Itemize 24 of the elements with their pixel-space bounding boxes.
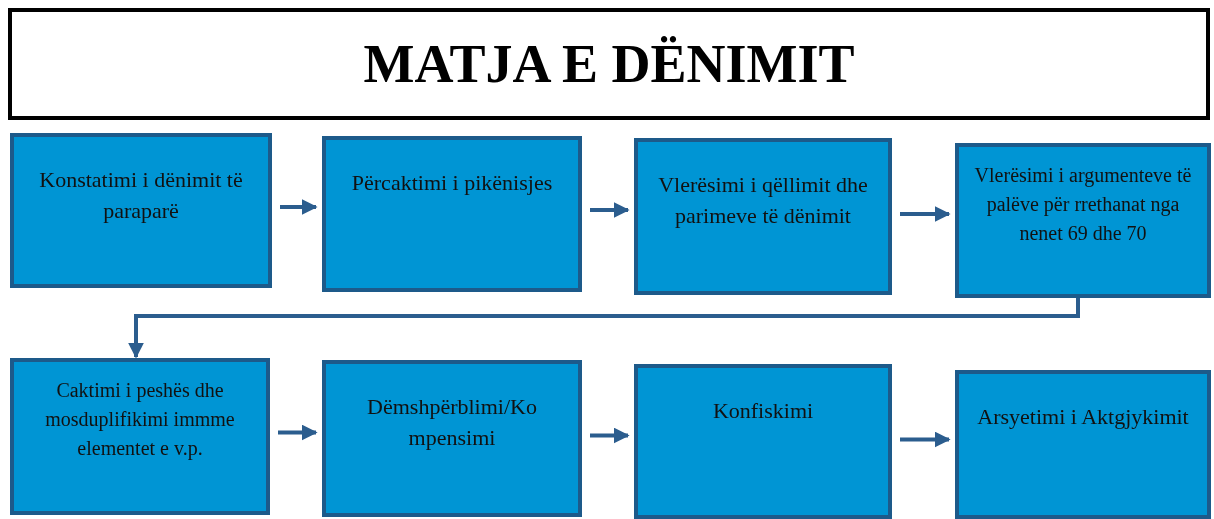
arrow bbox=[278, 424, 318, 441]
process-box bbox=[955, 370, 1211, 519]
box-label: Arsyetimi i Aktgjykimit bbox=[977, 403, 1189, 431]
arrow bbox=[590, 202, 630, 218]
process-box bbox=[322, 360, 582, 517]
box-label: Dëmshpërblimi/Ko mpensimi bbox=[366, 393, 538, 452]
arrow bbox=[900, 206, 951, 222]
box-label: Caktimi i peshës dhe mosduplifikimi immme elementet e v.p. bbox=[44, 378, 236, 462]
process-box bbox=[955, 143, 1211, 298]
process-box bbox=[322, 136, 582, 292]
process-box bbox=[10, 358, 270, 515]
process-box bbox=[634, 138, 892, 295]
box-label: Përcaktimi i pikënisjes bbox=[351, 169, 553, 197]
box-label: Konstatimi i dënimit të paraparë bbox=[38, 166, 244, 225]
title: MATJA E DËNIMIT bbox=[363, 33, 855, 95]
process-box bbox=[634, 364, 892, 519]
arrow bbox=[590, 427, 630, 444]
box-label: Konfiskimi bbox=[712, 397, 814, 425]
arrow bbox=[280, 199, 318, 215]
arrow bbox=[128, 298, 1080, 359]
process-box bbox=[10, 133, 272, 288]
box-label: Vlerësimi i qëllimit dhe parimeve të dënimit bbox=[657, 171, 869, 230]
box-label: Vlerësimi i argumenteve të palëve për rrethanat nga nenet 69 dhe 70 bbox=[973, 163, 1193, 246]
arrow bbox=[900, 431, 951, 448]
